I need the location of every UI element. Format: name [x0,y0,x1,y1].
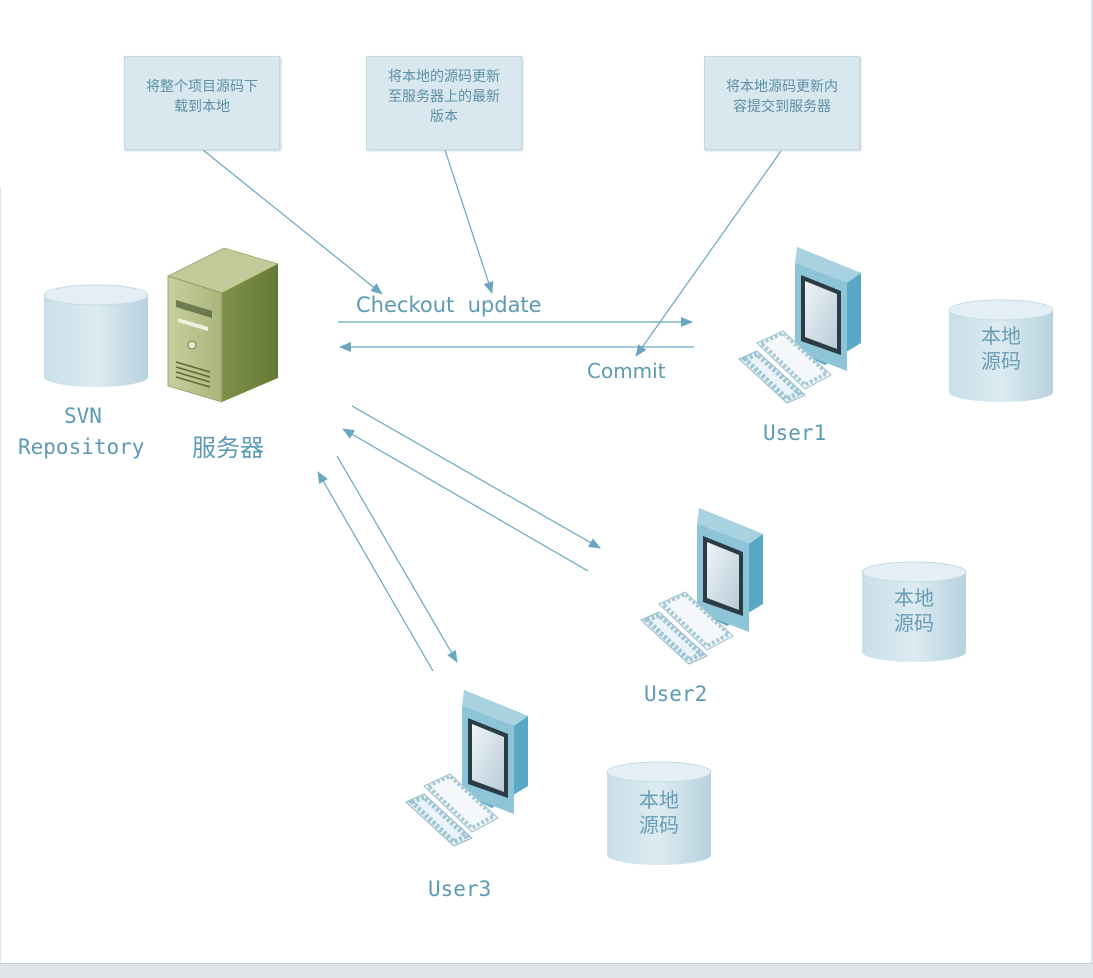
checkout-update-label: Checkout update [356,293,542,317]
user2-local-source-cylinder [861,561,967,662]
user3-label: User3 [428,877,492,901]
commit-label: Commit [587,359,666,383]
arrow-user2-to-server [342,428,589,572]
user2-computer-icon [640,508,763,665]
arrow-server-to-user2 [351,405,601,549]
user3-local-source-text: 本地 源码 [607,788,711,838]
local-source-line: 本地 [894,586,934,610]
user1-local-source-text: 本地 源码 [949,324,1053,374]
user1-computer-icon [738,247,861,404]
user3-local-source-cylinder [606,761,712,865]
frame-right-edge [1091,0,1093,978]
user1-local-source-cylinder [948,299,1054,402]
update-note-arrow [444,149,494,294]
flow-arrows [317,317,694,672]
arrow-server-to-user3 [336,455,458,663]
svn-label-line2: Repository [18,435,145,459]
frame-bottom-bar [0,963,1093,978]
update-note-line: 将本地的源码更新 [388,69,500,85]
update-note: 将本地的源码更新 至服务器上的最新 版本 [366,56,522,150]
server-label: 服务器 [192,434,264,462]
checkout-note-line: 将整个项目源码下 [146,79,258,95]
frame-left-edge [0,187,1,977]
checkout-note: 将整个项目源码下 载到本地 [124,56,280,150]
local-source-line: 源码 [639,813,679,837]
user2-label: User2 [644,682,708,706]
user1-label: User1 [763,421,827,445]
svn-repository-cylinder [43,284,149,387]
local-source-line: 源码 [894,611,934,635]
user2-local-source-text: 本地 源码 [862,586,966,636]
server-icon [166,247,280,403]
local-source-line: 本地 [639,788,679,812]
note-connectors [202,149,782,357]
local-source-line: 本地 [981,324,1021,348]
commit-note-arrow [635,150,782,357]
commit-note-line: 将本地源码更新内 [726,79,838,95]
update-note-line: 至服务器上的最新 [388,89,500,105]
checkout-note-line: 载到本地 [174,99,230,115]
arrow-user3-to-server [317,471,434,672]
commit-note-line: 容提交到服务器 [733,99,831,115]
update-note-line: 版本 [430,109,458,125]
checkout-note-arrow [202,149,383,295]
user3-computer-icon [405,690,528,847]
commit-note: 将本地源码更新内 容提交到服务器 [704,56,860,150]
local-source-line: 源码 [981,349,1021,373]
svn-label-line1: SVN [64,404,102,428]
